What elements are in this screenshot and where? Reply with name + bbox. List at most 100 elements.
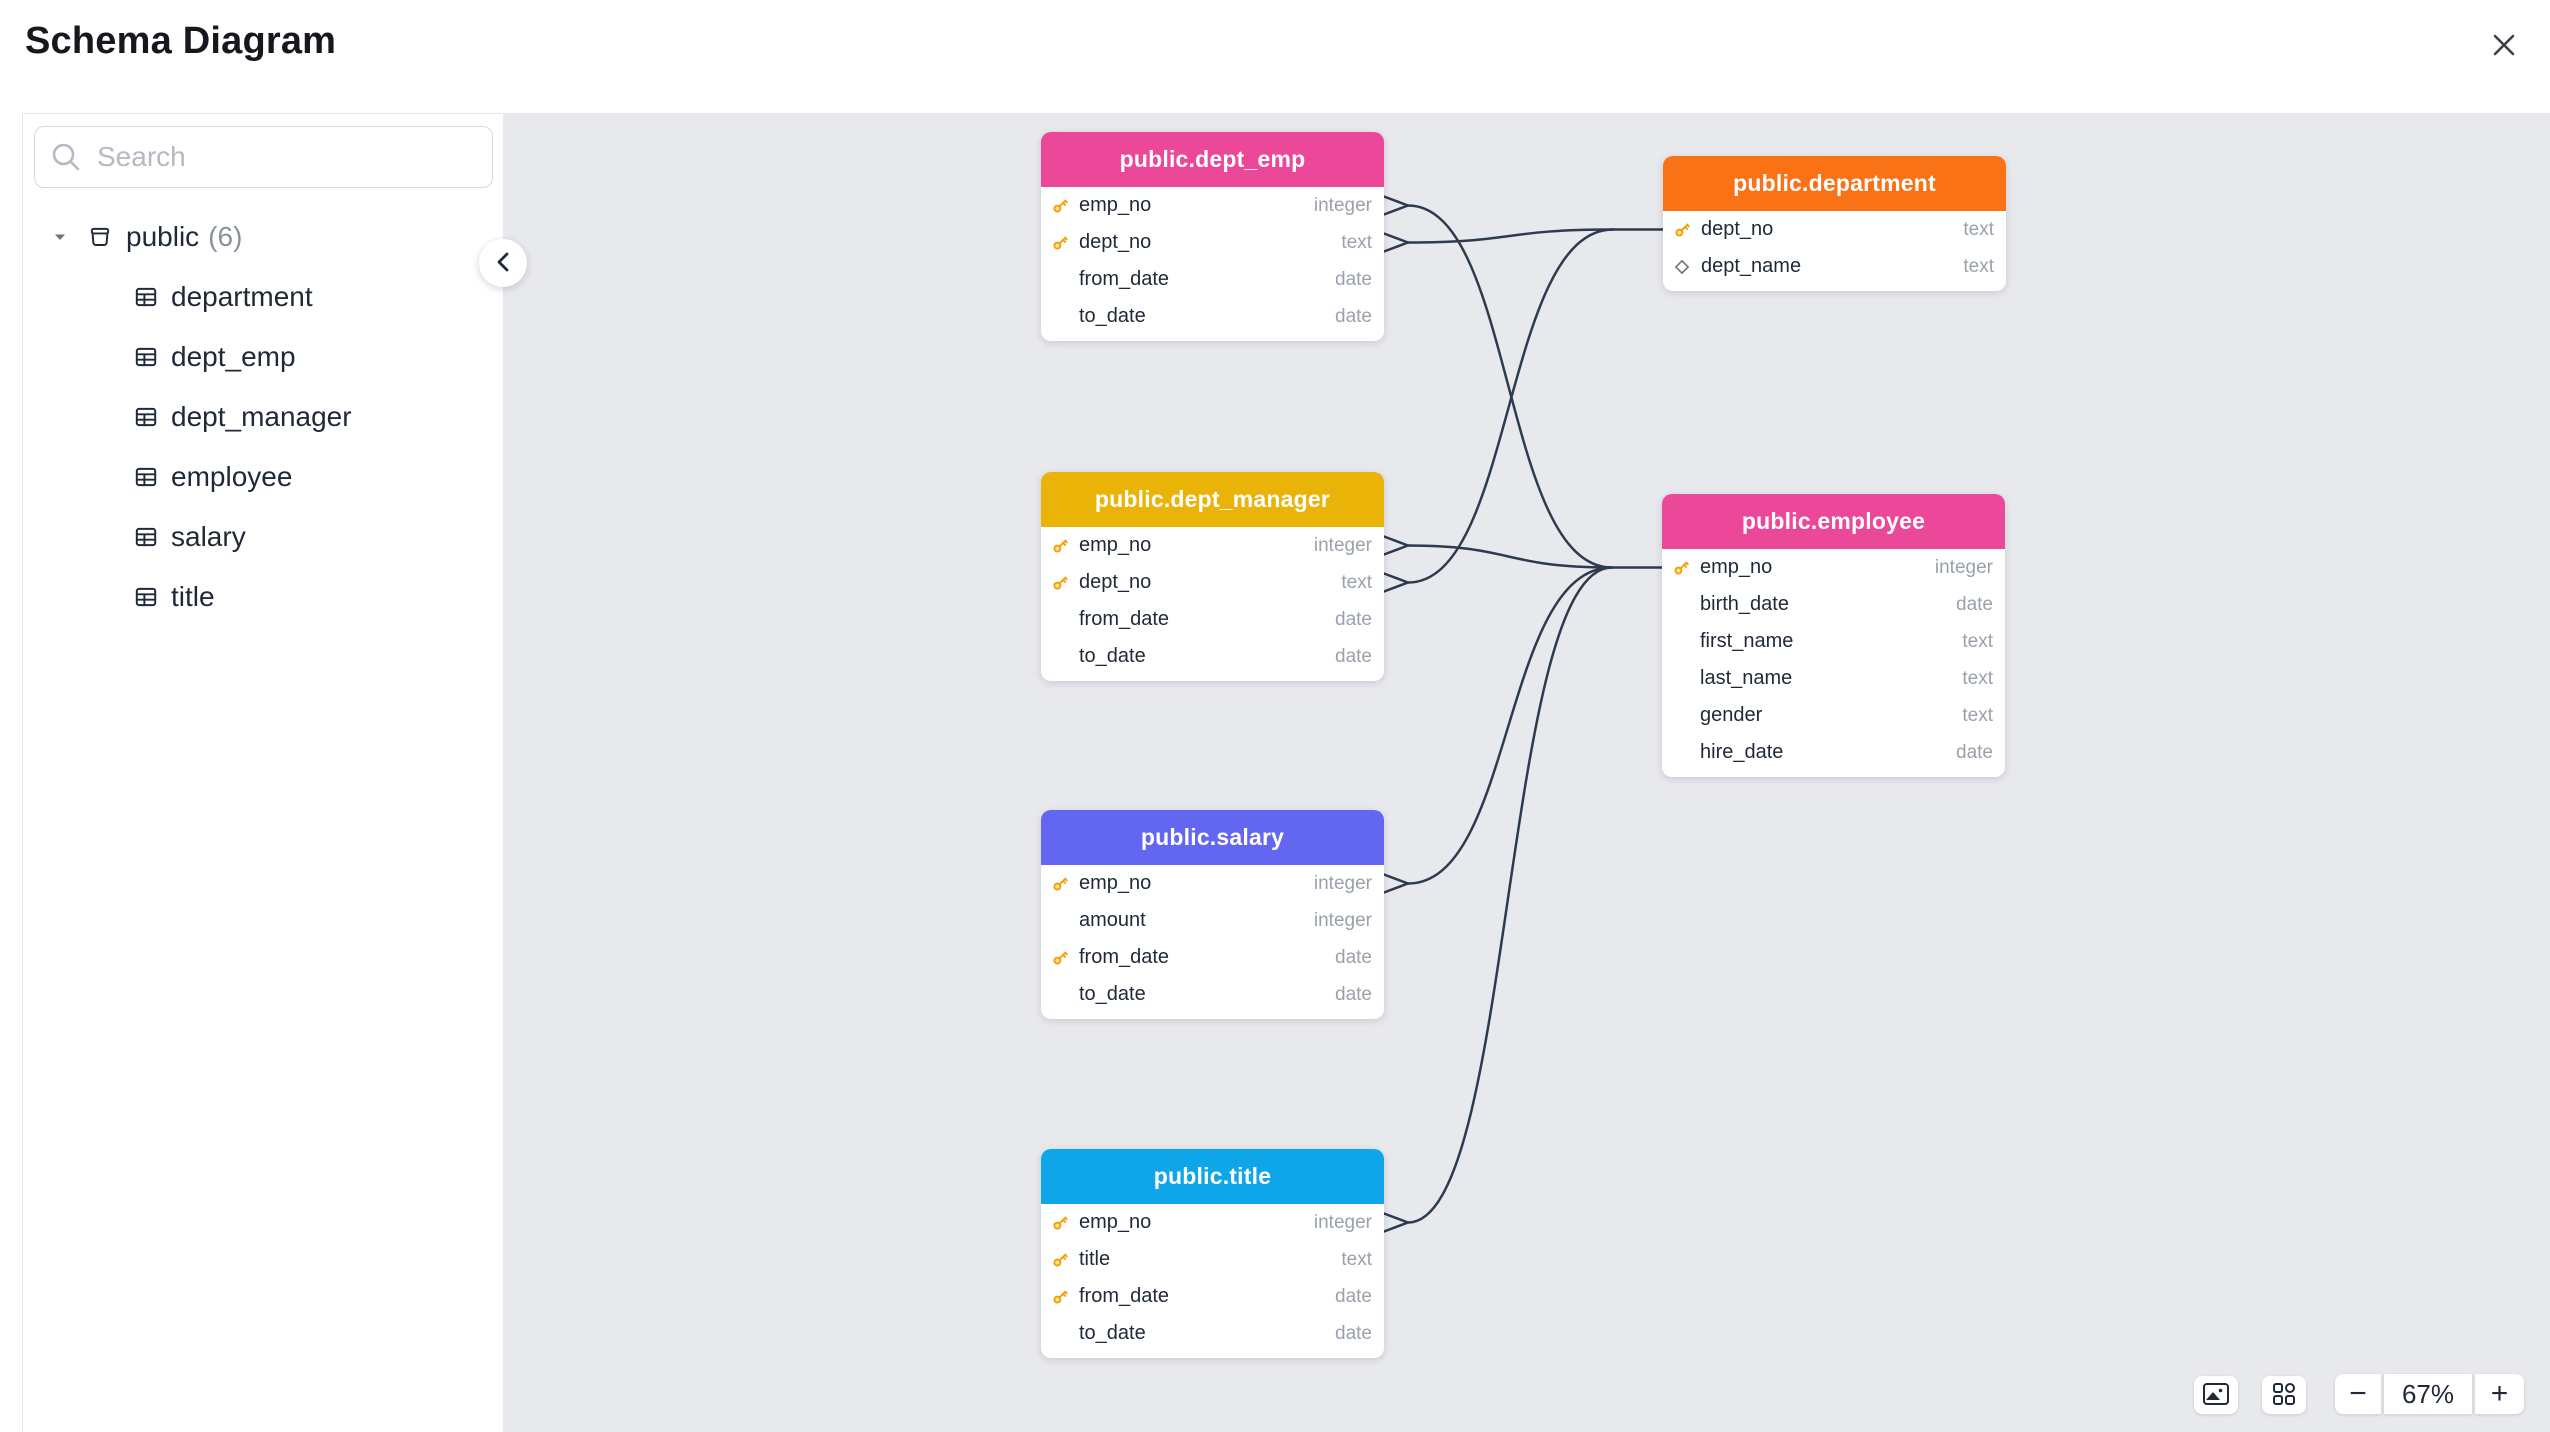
column-name: from_date [1079,608,1170,630]
edge-crowsfoot [1382,204,1410,216]
tree-item-label: title [171,581,215,612]
no-icon [1049,910,1071,932]
tree-item-label: dept_manager [171,401,352,432]
export-image-button[interactable] [2194,1376,2238,1414]
key-icon [1049,1212,1071,1234]
tree-item-schema-public[interactable]: public (6) [23,207,503,267]
column-name: hire_date [1700,741,1784,763]
table-node-header[interactable]: public.employee [1662,494,2005,549]
column-name: amount [1079,909,1146,931]
column-type: integer [1313,872,1372,894]
column-name: birth_date [1700,593,1789,615]
relationship-edges [1382,195,1665,1233]
key-icon [1049,947,1071,969]
column-name: to_date [1079,1322,1146,1344]
close-button[interactable] [2484,26,2524,66]
column-name: dept_no [1079,571,1152,593]
table-node-header[interactable]: public.salary [1041,810,1384,865]
column-name: emp_no [1079,1211,1152,1233]
tree-item-label: employee [171,461,293,492]
table-node-header[interactable]: public.dept_emp [1041,132,1384,187]
column-name: dept_no [1701,218,1774,240]
sidebar-collapse-button[interactable] [479,239,527,287]
key-icon [1049,1286,1071,1308]
main-area: public (6) department dept_emp dept_manage… [0,113,2550,1432]
chevron-left-icon [493,250,513,277]
column-name: from_date [1079,946,1170,968]
image-icon [2202,1382,2230,1409]
edge-crowsfoot [1382,1212,1410,1224]
minus-icon: − [2349,1377,2367,1410]
tree-item-table-department[interactable]: department [23,267,503,327]
key-icon [1049,873,1071,895]
column-name: last_name [1700,667,1793,689]
relationship-edge [1406,544,1614,569]
search-input[interactable] [34,126,493,188]
table-icon [133,584,159,610]
auto-layout-button[interactable] [2262,1376,2306,1414]
table-node-header[interactable]: public.title [1041,1149,1384,1204]
edge-crowsfoot [1382,882,1410,894]
zoom-in-button[interactable]: + [2475,1374,2524,1414]
grid-icon [2271,1381,2297,1410]
zoom-out-button[interactable]: − [2335,1374,2381,1414]
no-icon [1670,705,1692,727]
key-icon [1049,232,1071,254]
table-node-header[interactable]: public.dept_manager [1041,472,1384,527]
column-type: integer [1313,1211,1372,1233]
column-type: text [1962,667,1993,689]
column-name: gender [1700,704,1763,726]
caret-down-icon[interactable] [51,228,69,246]
column-row-emp_no: emp_no integer [1041,1204,1384,1241]
table-node-header[interactable]: public.department [1663,156,2006,211]
edge-crowsfoot [1382,195,1410,207]
column-type: text [1341,231,1372,253]
column-name: emp_no [1079,534,1152,556]
tree-item-table-salary[interactable]: salary [23,507,503,567]
column-type: date [1956,741,1993,763]
no-icon [1670,631,1692,653]
tree-item-table-dept_manager[interactable]: dept_manager [23,387,503,447]
column-name: dept_name [1701,255,1802,277]
tree-item-label: dept_emp [171,341,296,372]
table-icon [133,464,159,490]
no-icon [1049,609,1071,631]
page-title: Schema Diagram [25,20,337,62]
column-type: date [1335,305,1372,327]
column-row-hire_date: hire_date date [1662,734,2005,771]
column-name: dept_no [1079,231,1152,253]
key-icon [1049,1249,1071,1271]
tree-item-table-title[interactable]: title [23,567,503,627]
header: Schema Diagram [0,0,2550,113]
table-icon [133,344,159,370]
tree-item-table-employee[interactable]: employee [23,447,503,507]
table-icon [133,284,159,310]
tree-item-table-dept_emp[interactable]: dept_emp [23,327,503,387]
column-type: date [1335,645,1372,667]
column-name: first_name [1700,630,1794,652]
column-type: date [1335,946,1372,968]
no-icon [1049,269,1071,291]
column-type: integer [1313,534,1372,556]
